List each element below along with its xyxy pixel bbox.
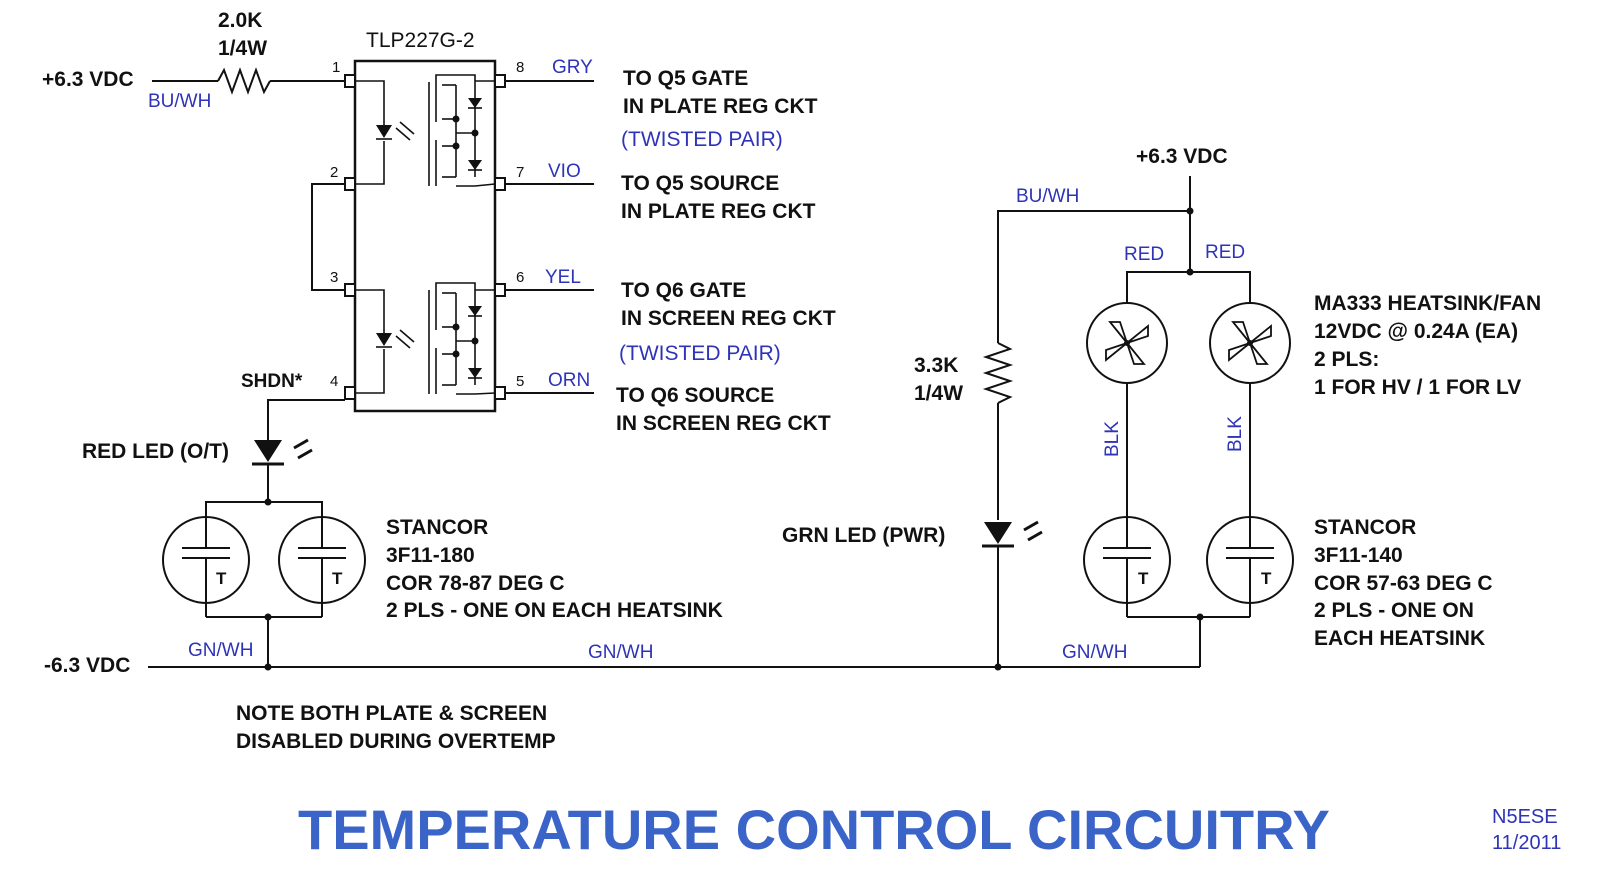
wire-color-red-1: RED [1124,244,1164,265]
green-led-pwr [982,520,1043,548]
thermostat-t-label: T [1261,569,1272,588]
wire-color-yel: YEL [545,267,581,288]
fan-icon [1209,302,1291,384]
wire-color-gnwh-2: GN/WH [588,642,653,663]
stancor-left-line2: 3F11-180 [386,544,475,567]
wire-color-gnwh-1: GN/WH [188,640,253,661]
wire-color-orn: ORN [548,370,590,391]
fan-desc-line3: 2 PLS: [1314,348,1379,371]
q6-gate-line2: IN SCREEN REG CKT [621,307,836,330]
pin-2-label: 2 [330,164,338,181]
stancor-left-line3: COR 78-87 DEG C [386,572,565,595]
pin-5-label: 5 [516,373,524,390]
thermostat-left-2: T [278,516,366,617]
wire-color-gnwh-3: GN/WH [1062,642,1127,663]
ic-channel-upper [355,74,496,187]
thermostat-t-label: T [216,569,227,588]
author-label: N5ESE [1492,806,1558,828]
pin-3-label: 3 [330,269,338,286]
stancor-right-line3: COR 57-63 DEG C [1314,572,1493,595]
stancor-left-line1: STANCOR [386,516,488,539]
wire-color-red-2: RED [1205,242,1245,263]
thermostat-t-label: T [1138,569,1149,588]
wire-shdn [267,399,345,440]
wire-color-blk-2: BLK [1225,416,1246,452]
shdn-label: SHDN* [241,371,303,392]
stancor-right-line5: EACH HEATSINK [1314,627,1485,650]
pin-7-label: 7 [516,164,524,181]
jumper-pin2-pin3 [311,183,345,291]
green-led-label: GRN LED (PWR) [782,524,945,547]
thermostat-left-1: T [162,516,250,617]
wire-color-blk-1: BLK [1102,421,1123,457]
ic-part-label: TLP227G-2 [366,29,475,52]
note-line1: NOTE BOTH PLATE & SCREEN [236,702,547,725]
pin-8-label: 8 [516,59,524,76]
q6-source-line1: TO Q6 SOURCE [616,384,774,407]
note-line2: DISABLED DURING OVERTEMP [236,730,556,753]
wire-color-buwh-right: BU/WH [1016,186,1079,207]
ic-channel-lower [355,282,496,395]
red-led-ot [252,438,313,466]
wire-color-buwh-left: BU/WH [148,91,211,112]
thermostat-right-2: T [1206,516,1294,617]
wire-color-vio: VIO [548,161,581,182]
thermostat-right-1: T [1083,516,1171,617]
pin-1-label: 1 [332,59,340,76]
fan-desc-line2: 12VDC @ 0.24A (EA) [1314,320,1518,343]
pin-6-label: 6 [516,269,524,286]
resistor-3k3-value: 3.3K [914,354,958,377]
q6-gate-line1: TO Q6 GATE [621,279,746,302]
q5-source-line2: IN PLATE REG CKT [621,200,816,223]
supply-pos-label-right: +6.3 VDC [1136,145,1228,168]
diagram-title: TEMPERATURE CONTROL CIRCUITRY [298,798,1330,861]
red-led-label: RED LED (O/T) [82,440,229,463]
fan-desc-line1: MA333 HEATSINK/FAN [1314,292,1541,315]
resistor-2k-power: 1/4W [218,37,267,60]
fan-icon [1086,302,1168,384]
stancor-left-line4: 2 PLS - ONE ON EACH HEATSINK [386,599,723,622]
wire-color-gry: GRY [552,57,593,78]
twisted-pair-upper: (TWISTED PAIR) [621,128,783,151]
resistor-2k-value: 2.0K [218,9,262,32]
pin-4-label: 4 [330,373,338,390]
supply-pos-label-left: +6.3 VDC [42,68,134,91]
stancor-right-line1: STANCOR [1314,516,1416,539]
date-label: 11/2011 [1492,832,1561,854]
ic-tlp227g-2 [353,59,497,413]
q5-source-line1: TO Q5 SOURCE [621,172,779,195]
resistor-3k3-power: 1/4W [914,382,963,405]
fan-desc-line4: 1 FOR HV / 1 FOR LV [1314,376,1521,399]
thermostat-t-label: T [332,569,343,588]
q5-gate-line2: IN PLATE REG CKT [623,95,818,118]
q6-source-line2: IN SCREEN REG CKT [616,412,831,435]
stancor-right-line4: 2 PLS - ONE ON [1314,599,1474,622]
twisted-pair-lower: (TWISTED PAIR) [619,342,781,365]
q5-gate-line1: TO Q5 GATE [623,67,748,90]
stancor-right-line2: 3F11-140 [1314,544,1403,567]
resistor-2k [217,67,271,95]
resistor-3k3 [982,342,1014,404]
supply-neg-label: -6.3 VDC [44,654,130,677]
